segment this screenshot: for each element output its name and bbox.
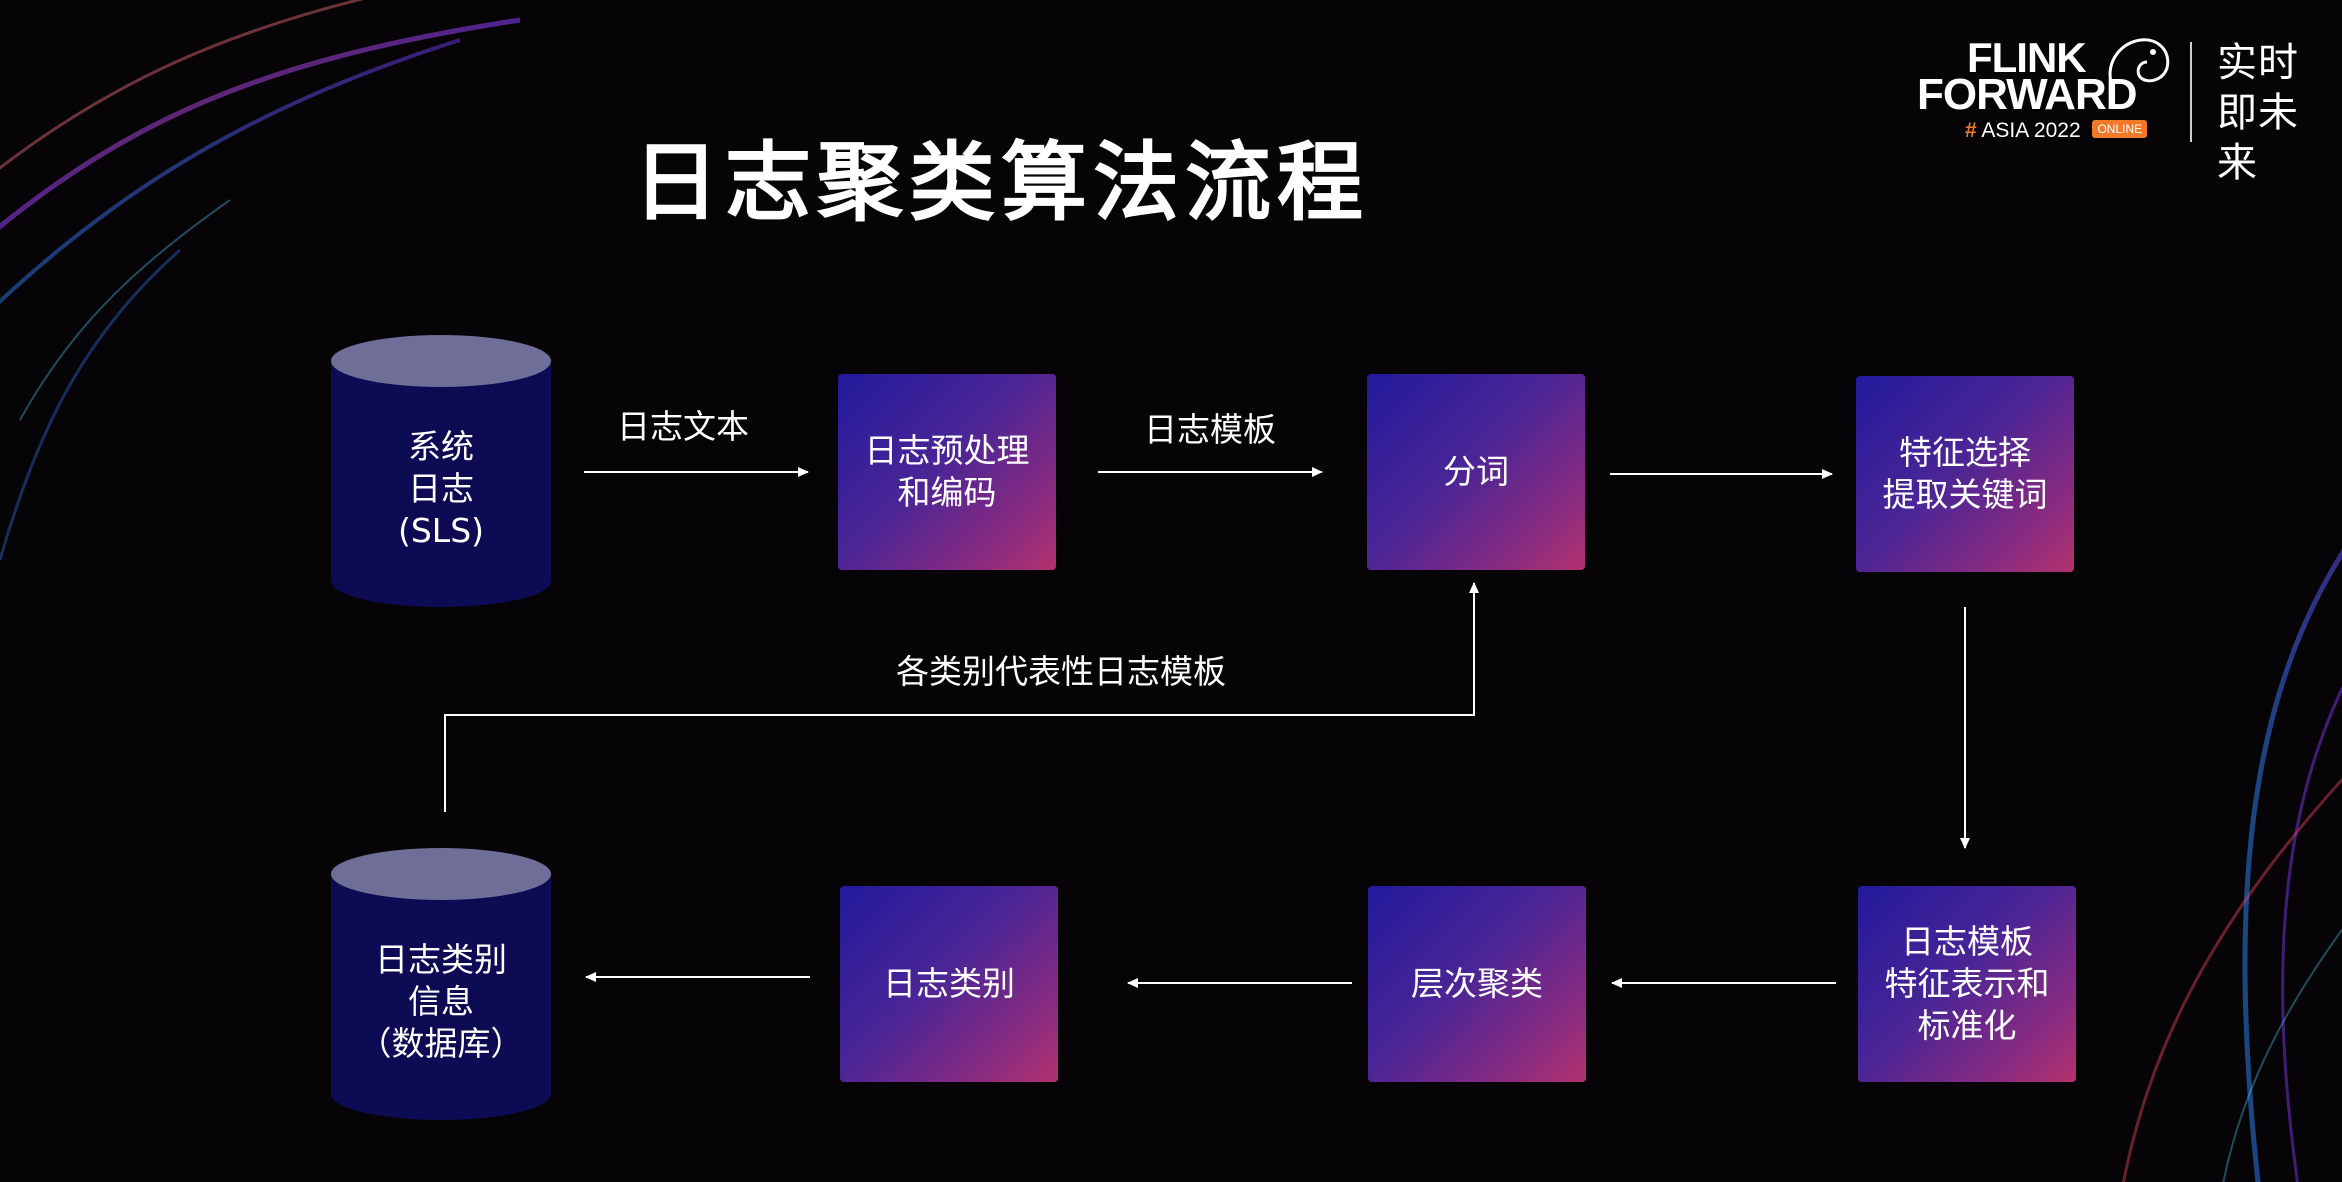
logo-forward-text: FORWARD xyxy=(1917,70,2138,119)
logo-divider xyxy=(2190,42,2192,142)
edge-label-log-template: 日志模板 xyxy=(1144,410,1276,449)
source-log-label: 系统 日志 (SLS) xyxy=(397,427,485,550)
node-cluster: 层次聚类 xyxy=(1368,886,1586,1082)
result-category-label: 日志类别 信息 （数据库） xyxy=(358,940,524,1063)
node-tokenize: 分词 xyxy=(1367,374,1585,570)
logo-slogan: 实时即未来 xyxy=(2217,40,2299,186)
logo-flink-text: FLINK xyxy=(1967,34,2087,81)
flink-forward-logo: FLINK FORWARD # ASIA 2022 ONLINE 实时即未来 xyxy=(1905,22,2325,186)
result-category-database: 日志类别 信息 （数据库） xyxy=(331,848,551,1120)
database-cylinder-icon xyxy=(331,335,551,607)
logo-hash: # xyxy=(1965,119,1977,142)
edge-label-representative-templates: 各类别代表性日志模板 xyxy=(896,652,1226,691)
source-log-database: 系统 日志 (SLS) xyxy=(331,335,551,607)
slide-title: 日志聚类算法流程 xyxy=(633,133,1369,233)
database-cylinder-icon xyxy=(331,848,551,1120)
node-feature-repr: 日志模板 特征表示和 标准化 xyxy=(1858,886,2076,1082)
node-category: 日志类别 xyxy=(840,886,1058,1082)
logo-event-line: # ASIA 2022 ONLINE xyxy=(1965,119,2148,143)
squirrel-icon xyxy=(2108,38,2170,83)
node-feature-select: 特征选择 提取关键词 xyxy=(1856,376,2074,572)
node-preprocess: 日志预处理 和编码 xyxy=(838,374,1056,570)
arrow-result-db-to-tokenize xyxy=(444,582,1479,812)
logo-event: ASIA 2022 xyxy=(1981,119,2081,142)
edge-label-log-text: 日志文本 xyxy=(617,407,749,446)
logo-online-badge: ONLINE xyxy=(2092,120,2148,139)
